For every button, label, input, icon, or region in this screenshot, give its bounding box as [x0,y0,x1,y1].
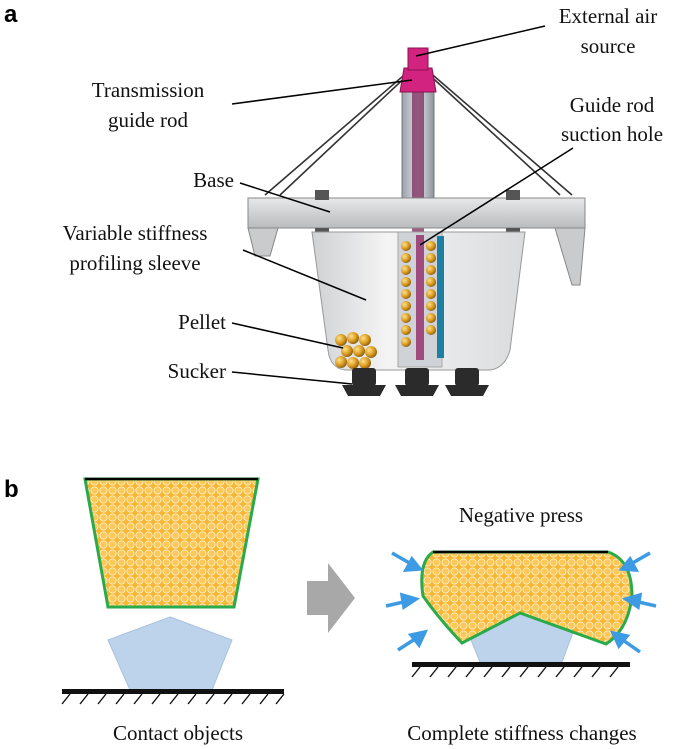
label-transmission-guide-rod-1: Transmission [92,78,205,102]
caption-complete-stiffness-changes: Complete stiffness changes [407,721,636,745]
transition-arrow [307,563,355,633]
labels-a: External air source Transmission guide r… [63,4,663,383]
label-negative-press: Negative press [459,503,583,527]
ground-right [411,662,630,678]
label-base: Base [193,168,234,192]
caption-contact-objects: Contact objects [113,721,243,745]
variable-stiffness-sleeve [311,231,526,371]
panel-b: b Contact objects Negative press [4,476,657,745]
label-variable-stiffness-2: profiling sleeve [69,251,200,275]
ground-left [61,689,285,705]
pressure-arrows [385,551,657,654]
label-guide-rod-suction-hole-1: Guide rod [570,93,655,117]
pellet-column [401,241,436,347]
label-pellet: Pellet [178,310,226,334]
panel-a-letter: a [4,1,18,28]
suckers [342,368,489,396]
label-external-air-source-1: External air [559,4,658,28]
panel-b-letter: b [4,476,19,503]
label-variable-stiffness-1: Variable stiffness [63,221,208,245]
sleeve-after [420,550,634,646]
label-transmission-guide-rod-2: guide rod [108,108,188,132]
label-guide-rod-suction-hole-2: suction hole [561,122,663,146]
contact-object-left [107,616,233,691]
pellet-cutaway [335,332,377,369]
sleeve-before [83,477,260,609]
panel-a: a [4,1,663,396]
leader-lines [231,25,574,385]
support-cables [264,69,573,196]
label-external-air-source-2: source [581,34,636,58]
label-sucker: Sucker [168,359,226,383]
